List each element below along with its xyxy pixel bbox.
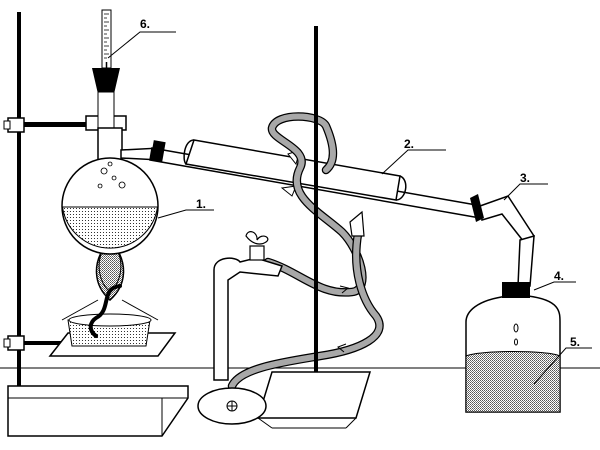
- burner-tray: [48, 313, 177, 357]
- label-leader-lines: [107, 31, 592, 385]
- burner-heater: [61, 238, 159, 338]
- round-bottom-flask: [61, 127, 161, 255]
- thermometer: [92, 9, 120, 133]
- ring-clamp: [3, 335, 70, 351]
- adapter: [470, 194, 536, 287]
- cooling-water-hose: [227, 112, 384, 391]
- label-receiver: 4.: [554, 269, 564, 283]
- label-distillate: 5.: [570, 335, 580, 349]
- label-adapter: 3.: [520, 171, 530, 185]
- label-thermometer: 6.: [140, 17, 150, 31]
- label-flask: 1.: [196, 197, 206, 211]
- water-tap: [197, 231, 283, 425]
- label-condenser: 2.: [404, 137, 414, 151]
- receiving-bottle: [465, 282, 561, 413]
- support-stand-left: [7, 12, 189, 437]
